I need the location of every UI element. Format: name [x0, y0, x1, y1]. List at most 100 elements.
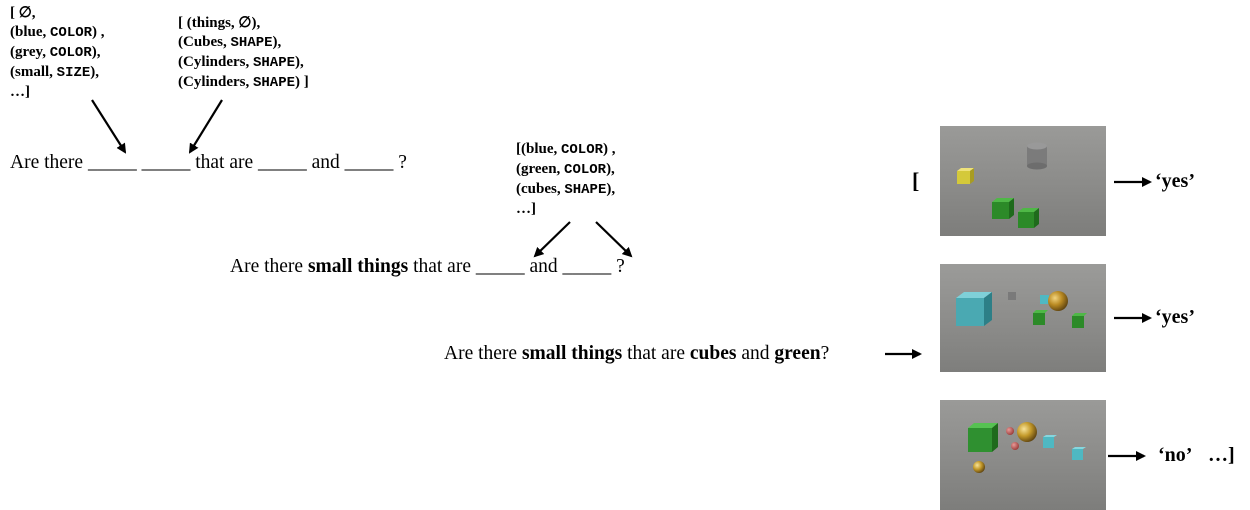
closing-ellipsis: …]: [1207, 444, 1235, 466]
list2-line: [ (things, ∅),: [178, 15, 261, 31]
open-bracket: [: [912, 168, 920, 193]
list-type: COLOR: [49, 45, 92, 61]
list-type: COLOR: [50, 25, 93, 41]
yellow-cube: [957, 168, 974, 184]
list2-line: (Cubes, SHAPE),: [178, 33, 309, 53]
list-value: (cubes,: [516, 181, 565, 197]
list-type: SIZE: [56, 65, 91, 81]
question-text: and: [741, 343, 770, 364]
list-value: (blue,: [10, 24, 51, 40]
grey-cylinder: [1027, 142, 1047, 170]
list-type: COLOR: [564, 162, 607, 178]
list1-line: …]: [10, 84, 30, 100]
template2-text: and: [529, 256, 558, 277]
red-sphere: [1006, 427, 1014, 435]
scene-render-1: [940, 126, 1106, 236]
template2-blank: _____: [562, 256, 612, 277]
list2-line: (Cylinders, SHAPE),: [178, 53, 309, 73]
question-text: ?: [820, 343, 830, 364]
template1-text: and: [311, 152, 340, 173]
arrow-list2-to-blank: [188, 99, 223, 154]
template2-text: Are there: [230, 256, 304, 277]
list-type: SHAPE: [564, 182, 607, 198]
cyan-cube: [1043, 435, 1057, 448]
list-value: (Cylinders,: [178, 54, 253, 70]
template1-blank: _____: [87, 152, 137, 173]
list-type: SHAPE: [253, 75, 296, 91]
candidate-list-1: [ ∅, (blue, COLOR) , (grey, COLOR), (sma…: [10, 4, 105, 102]
scene-image-3: [940, 400, 1106, 510]
scene-render-2: [940, 264, 1106, 372]
answer-3: ‘no’ …]: [1158, 444, 1235, 467]
red-sphere: [1011, 442, 1019, 450]
question-filled: green: [774, 343, 821, 364]
arrow-list1-to-blank: [91, 99, 127, 154]
question-template-2: Are there small things that are _____ an…: [230, 256, 625, 278]
list-value: (small,: [10, 64, 57, 80]
answer-2: ‘yes’: [1155, 306, 1195, 328]
gold-sphere: [1017, 422, 1037, 442]
question-filled: cubes: [689, 343, 737, 364]
list-value: [(blue,: [516, 141, 561, 157]
question-text: that are: [627, 343, 685, 364]
grey-cube: [1008, 292, 1016, 300]
template1-blank: _____: [258, 152, 307, 173]
question-text: Are there: [444, 343, 518, 364]
template1-blank: _____: [141, 152, 191, 173]
scene-image-2: [940, 264, 1106, 372]
green-cube: [968, 423, 998, 452]
cyan-cube: [1072, 447, 1086, 460]
green-cube: [1033, 310, 1048, 325]
list1-line: (blue, COLOR) ,: [10, 23, 105, 43]
list-punct: ),: [295, 54, 304, 70]
list-punct: ) ]: [295, 74, 309, 90]
list-punct: ),: [90, 64, 100, 80]
list1-line: (grey, COLOR),: [10, 43, 105, 63]
template2-filled: small things: [307, 256, 409, 277]
list-type: SHAPE: [253, 55, 296, 71]
gold-sphere: [973, 461, 985, 473]
scene-render-3: [940, 400, 1106, 510]
green-cube: [1018, 208, 1039, 228]
template1-text: ?: [398, 152, 407, 173]
list3-line: …]: [516, 201, 536, 217]
final-question: Are there small things that are cubes an…: [444, 343, 829, 365]
list-value: (green,: [516, 161, 565, 177]
candidate-list-3: [(blue, COLOR) , (green, COLOR), (cubes,…: [516, 140, 616, 219]
green-cube: [1072, 313, 1087, 328]
arrow-list3-left: [533, 221, 571, 258]
scene-image-1: [940, 126, 1106, 236]
list-value: (Cylinders,: [178, 74, 253, 90]
template1-text: that are: [195, 152, 254, 173]
list1-line: [ ∅,: [10, 5, 36, 21]
answer-1: ‘yes’: [1155, 170, 1195, 192]
list-punct: ),: [606, 181, 616, 197]
arrow-list3-right: [595, 221, 633, 258]
list-type: COLOR: [561, 142, 604, 158]
list-value: (Cubes,: [178, 34, 231, 50]
template2-text: that are: [413, 256, 471, 277]
list-punct: ),: [606, 161, 615, 177]
list1-line: (small, SIZE),: [10, 63, 105, 83]
list-punct: ),: [272, 34, 282, 50]
question-filled: small things: [521, 343, 623, 364]
list-value: (grey,: [10, 44, 50, 60]
list-punct: ),: [91, 44, 101, 60]
cyan-cube: [1040, 295, 1049, 304]
list-punct: ) ,: [603, 141, 616, 157]
green-cube: [992, 198, 1014, 219]
list3-line: (cubes, SHAPE),: [516, 180, 616, 200]
gold-sphere: [1048, 291, 1068, 311]
cyan-cube: [956, 292, 992, 326]
list3-line: (green, COLOR),: [516, 160, 616, 180]
template2-blank: _____: [475, 256, 525, 277]
list2-line: (Cylinders, SHAPE) ]: [178, 73, 309, 93]
answer-3-value: ‘no’: [1158, 444, 1191, 466]
question-template-1: Are there _____ _____ that are _____ and…: [10, 152, 407, 174]
template2-text: ?: [616, 256, 625, 277]
list-type: SHAPE: [230, 35, 273, 51]
list-punct: ) ,: [92, 24, 105, 40]
template1-blank: _____: [344, 152, 394, 173]
list3-line: [(blue, COLOR) ,: [516, 140, 616, 160]
